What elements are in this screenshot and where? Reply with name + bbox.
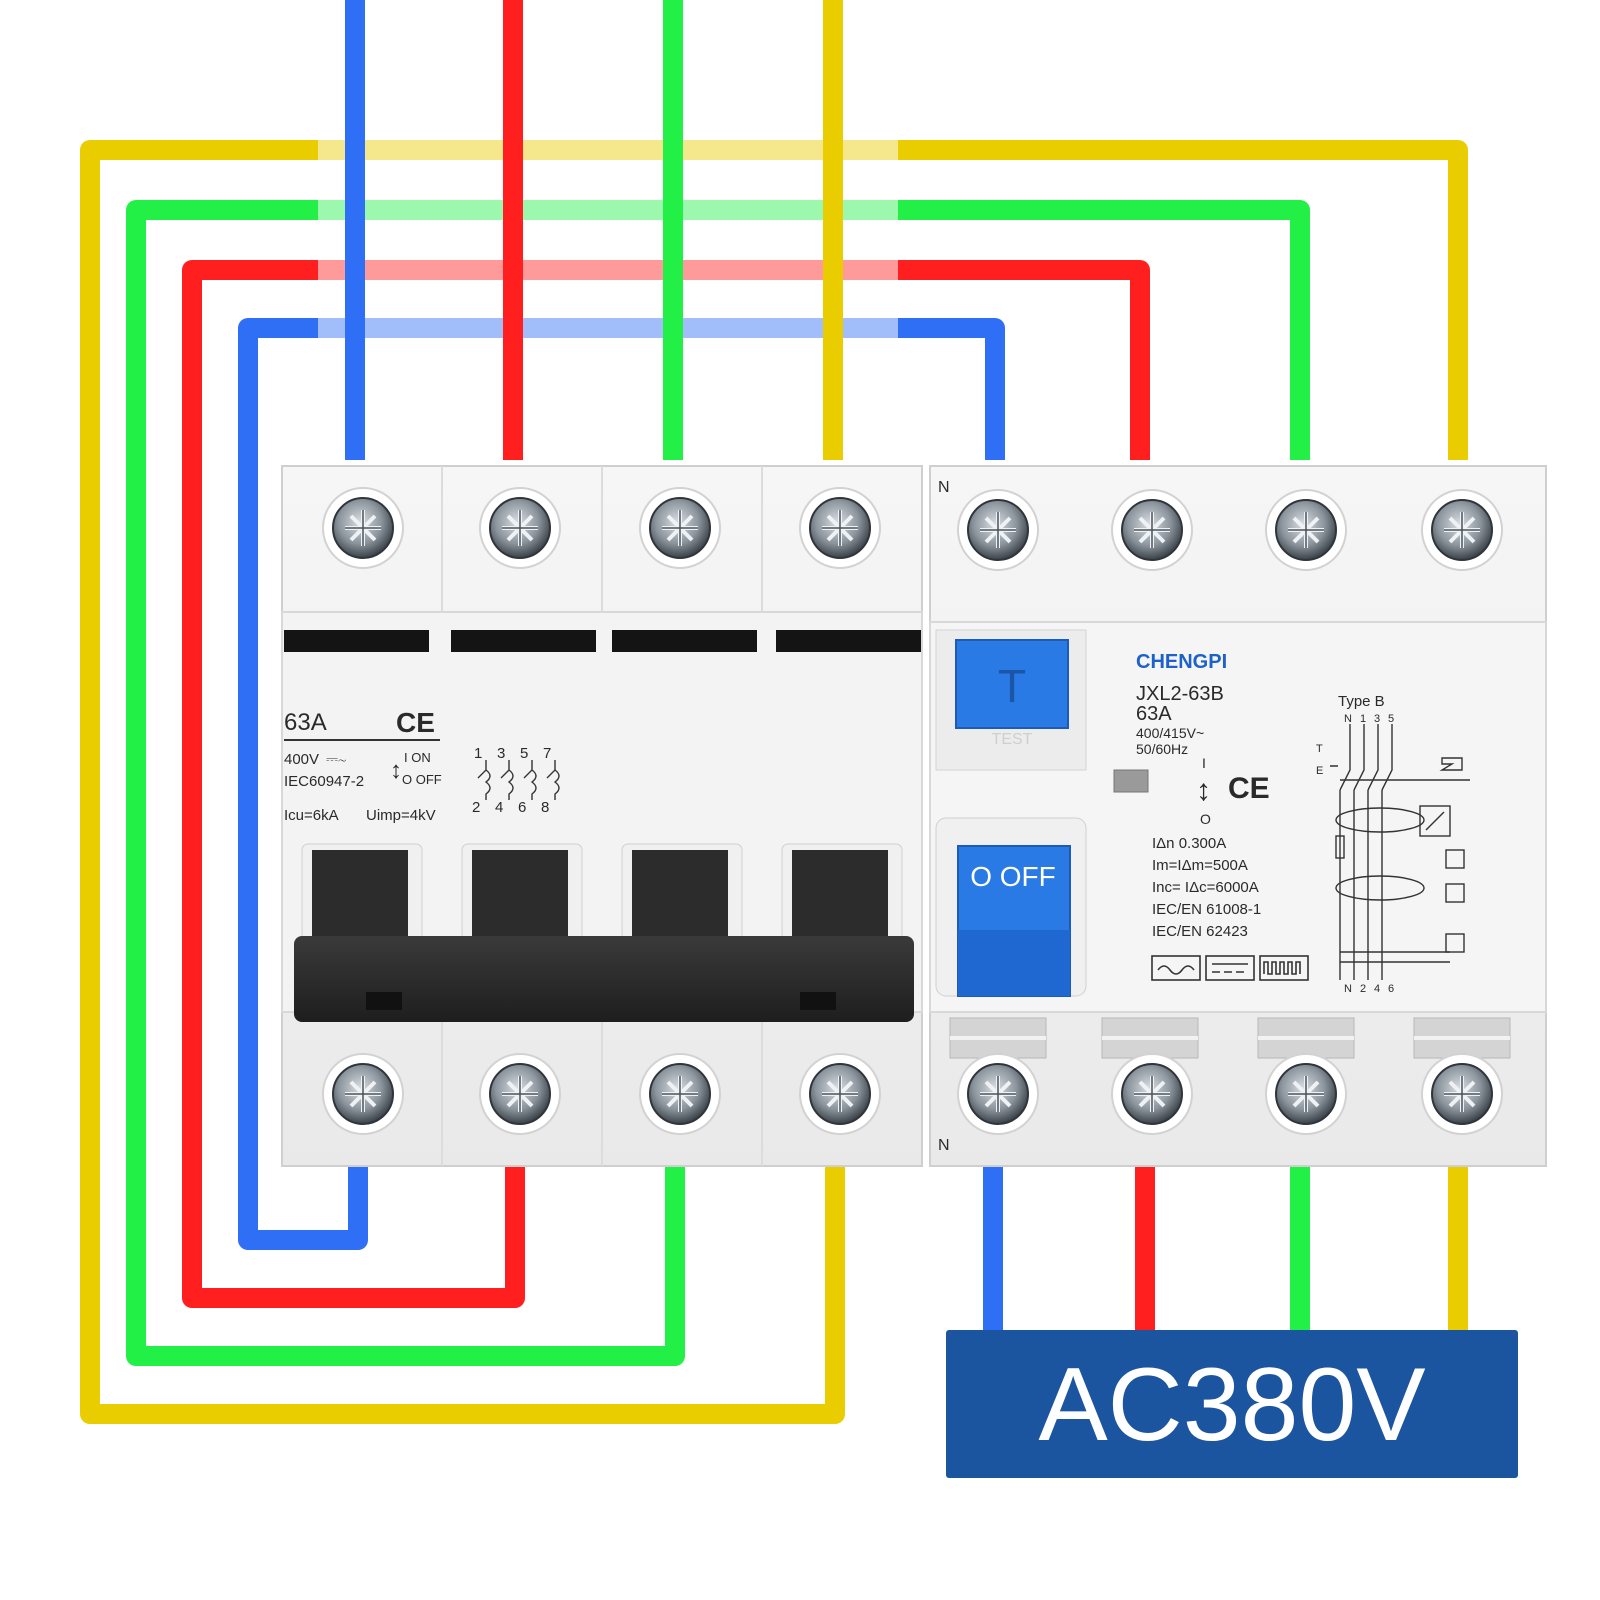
test-button[interactable] [955, 639, 1069, 729]
switch-arrow-icon: ↕ [390, 757, 402, 784]
mcb-label-strip [284, 630, 429, 652]
mcb-bottom-screw[interactable] [479, 1053, 561, 1135]
rcd-frequency: 50/60Hz [1136, 741, 1188, 757]
svg-text:5: 5 [1388, 713, 1394, 725]
svg-text:7: 7 [543, 745, 551, 762]
svg-text:3: 3 [497, 745, 505, 762]
waveform-symbols [1151, 955, 1309, 981]
rcd-spec-line: IΔn 0.300A [1152, 835, 1226, 852]
svg-text:3: 3 [1374, 713, 1380, 725]
rcd-spec-line: Im=IΔm=500A [1152, 857, 1248, 874]
rcd-type-label: Type B [1338, 693, 1385, 710]
switch-arrow-icon: ↕ [1196, 774, 1211, 807]
mcb-top-screw[interactable] [479, 487, 561, 569]
svg-text:1: 1 [1360, 713, 1366, 725]
mcb-bottom-screw[interactable] [322, 1053, 404, 1135]
supply-panel: AC380V [946, 1330, 1518, 1478]
rcd-brand: CHENGPI [1136, 651, 1227, 673]
svg-text:T: T [1316, 743, 1323, 755]
svg-text:6: 6 [518, 799, 526, 816]
mcb-top-screw[interactable] [322, 487, 404, 569]
mcb-handle-slots [301, 843, 903, 941]
rcd-ce-mark: CE [1228, 772, 1270, 805]
rcd-spec-line: IEC/EN 61008-1 [1152, 901, 1261, 918]
rcd-indicator-window [1113, 769, 1149, 793]
supply-label: AC380V [1038, 1347, 1425, 1463]
test-label: TEST [992, 731, 1033, 748]
svg-text:N: N [1344, 983, 1352, 995]
mcb-on-label: I ON [404, 750, 431, 765]
rcd-switch-on: I [1202, 755, 1206, 771]
wire-red-loop [182, 260, 1150, 1308]
wire-input-overlay [345, 120, 843, 360]
rcd-rating: 63A [1136, 703, 1172, 725]
rcd-top-screw[interactable] [1265, 489, 1347, 571]
rcd-bottom-screw[interactable] [957, 1053, 1039, 1135]
rcd-spec-line: Inc= IΔc=6000A [1152, 879, 1259, 896]
svg-text:6: 6 [1388, 983, 1394, 995]
mcb-top-screw[interactable] [639, 487, 721, 569]
mcb-pole-schematic: 1 3 5 7 2 4 6 8 [472, 745, 560, 816]
wire-green-loop [126, 200, 1310, 1366]
mcb-voltage: 400V [284, 751, 319, 768]
mcb-label-strip [451, 630, 596, 652]
mcb-icu: Icu=6kA [284, 807, 339, 824]
rcd-top-screw[interactable] [1111, 489, 1193, 571]
rcd-bottom-screw[interactable] [1421, 1053, 1503, 1135]
svg-text:E: E [1316, 765, 1323, 777]
wire-group [80, 0, 1468, 1424]
mcb-rating: 63A [284, 709, 327, 736]
svg-text:5: 5 [520, 745, 528, 762]
mcb-standard: IEC60947-2 [284, 773, 364, 790]
mcb-off-label: O OFF [402, 772, 442, 787]
mcb-breaker: 63A CE 400V ⎓∼ IEC60947-2 ↕ I ON O OFF I… [281, 465, 923, 1167]
wire-crossing-tint [318, 140, 898, 338]
rcd-voltage: 400/415V~ [1136, 725, 1204, 741]
svg-text:1: 1 [474, 745, 482, 762]
rcd-top-screw[interactable] [957, 489, 1039, 571]
svg-text:N: N [1344, 713, 1352, 725]
svg-text:4: 4 [1374, 983, 1380, 995]
rcd-top-screw[interactable] [1421, 489, 1503, 571]
rcd-model: JXL2-63B [1136, 683, 1224, 705]
svg-text:2: 2 [472, 799, 480, 816]
rcd-bottom-screw[interactable] [1111, 1053, 1193, 1135]
rcd-output-slots [949, 1017, 1511, 1059]
rcd-toggle-label: O OFF [970, 861, 1056, 892]
wire-blue-loop [238, 318, 1005, 1250]
mcb-label-strip [612, 630, 757, 652]
svg-text:8: 8 [541, 799, 549, 816]
rcd-switch-off: O [1200, 811, 1211, 827]
rcd-internal-schematic [1330, 724, 1470, 980]
rcd-neutral-mark-top: N [938, 479, 950, 496]
rcd-spec-line: IEC/EN 62423 [1152, 923, 1248, 940]
wire-yellow-loop [80, 140, 1468, 1424]
mcb-bottom-screw[interactable] [639, 1053, 721, 1135]
mcb-uimp: Uimp=4kV [366, 807, 436, 824]
mcb-handle-bar[interactable] [294, 936, 914, 1022]
rcd-bottom-screw[interactable] [1265, 1053, 1347, 1135]
test-button-label: T [998, 660, 1026, 712]
svg-text:2: 2 [1360, 983, 1366, 995]
rcd-breaker: N N T TEST O OFF CHENGPI JXL2-63B 63A 40… [929, 465, 1547, 1167]
mcb-top-screw[interactable] [799, 487, 881, 569]
mcb-ce-mark: CE [396, 707, 435, 738]
svg-text:4: 4 [495, 799, 503, 816]
rcd-neutral-mark-bottom: N [938, 1137, 950, 1154]
ac-dc-symbol: ⎓∼ [326, 751, 347, 768]
mcb-bottom-screw[interactable] [799, 1053, 881, 1135]
terminal-screws [322, 487, 1503, 1135]
mcb-label-strip [776, 630, 921, 652]
